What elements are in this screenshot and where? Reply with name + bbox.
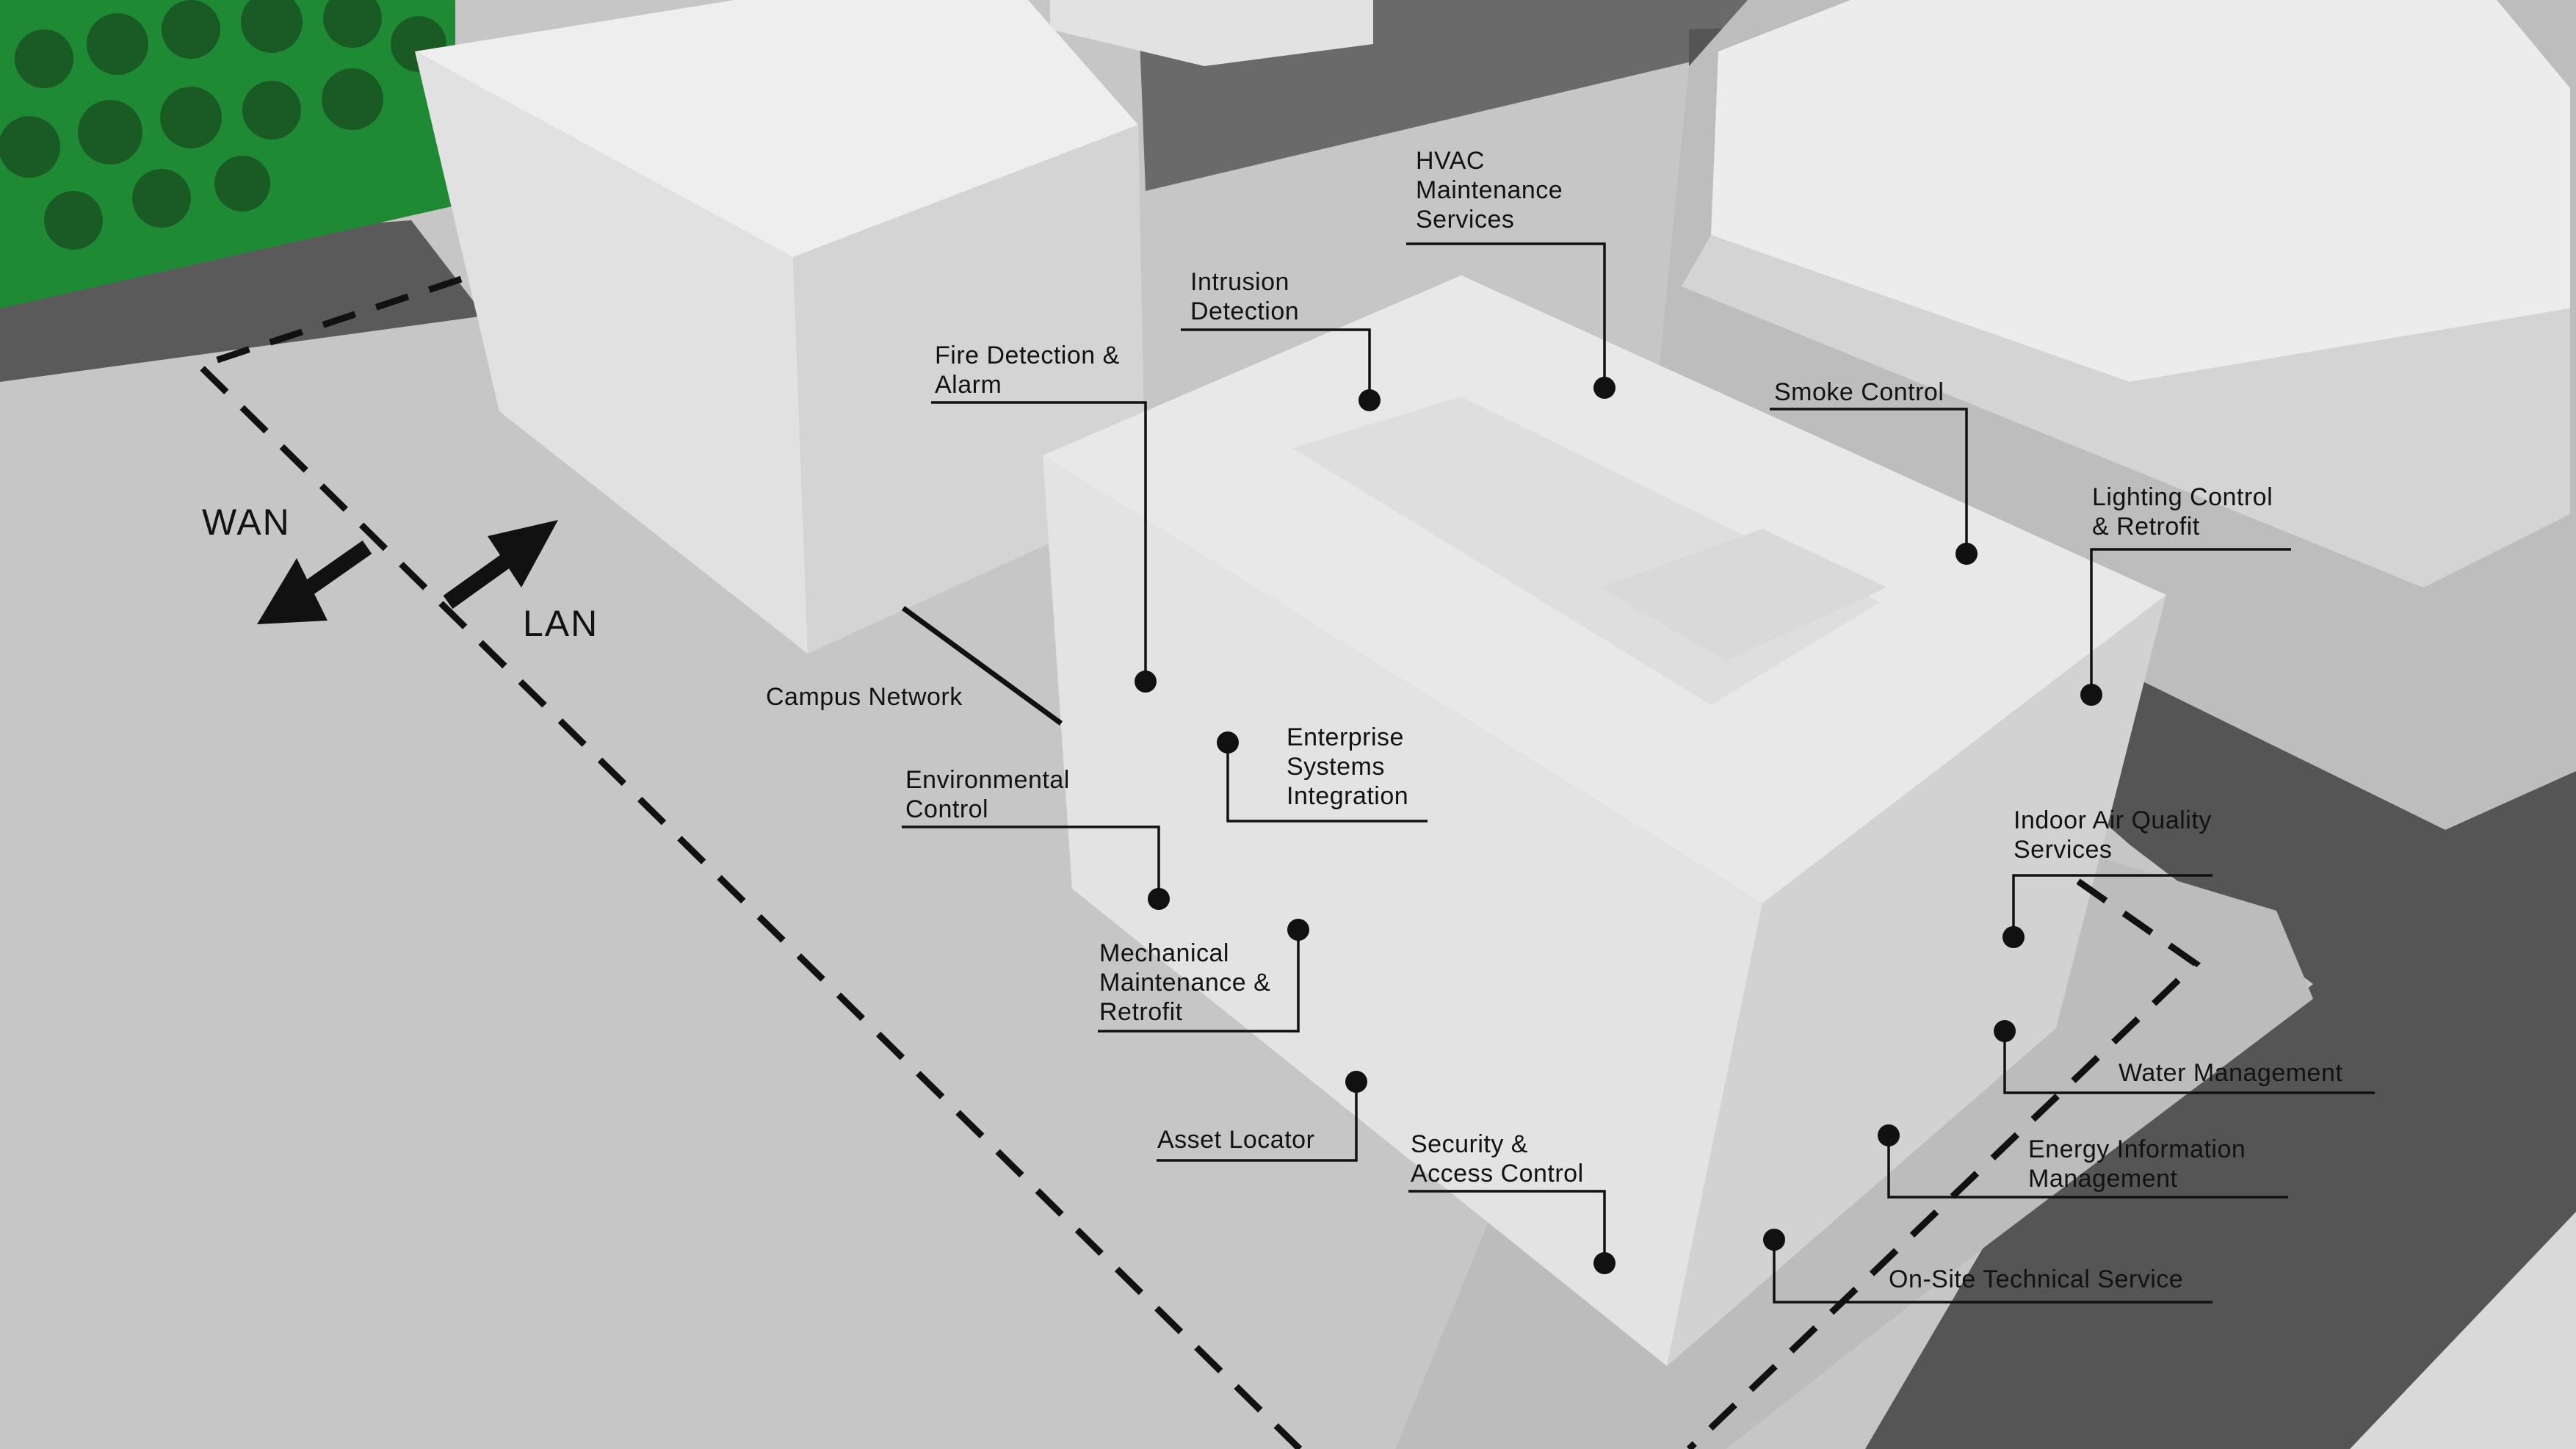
environmental-control-label: Environmental Control xyxy=(905,766,1077,823)
onsite-technical-service-label: On-Site Technical Service xyxy=(1889,1265,2183,1293)
callout-security-access: Security & Access Control xyxy=(1408,1130,1616,1274)
corner-lot xyxy=(2350,1212,2576,1449)
callout-water-management: Water Management xyxy=(1994,1020,2375,1094)
wan-arrow-head xyxy=(257,558,328,624)
campus-network-label: Campus Network xyxy=(766,683,963,711)
fire-detection-label: Fire Detection & Alarm xyxy=(935,342,1127,399)
roof-box-2 xyxy=(1601,529,1887,661)
enterprise-systems-dot xyxy=(1217,731,1239,754)
back-building-top xyxy=(1050,0,1373,66)
callout-enterprise-systems: Enterprise Systems Integration xyxy=(1217,723,1428,823)
callout-energy-information: Energy Information Management xyxy=(1878,1124,2288,1199)
mechanical-maintenance-label: Mechanical Maintenance & Retrofit xyxy=(1099,939,1278,1026)
callout-intrusion: Intrusion Detection xyxy=(1181,268,1381,411)
main-building-side xyxy=(1667,595,2166,1366)
water-management-dot xyxy=(1994,1020,2016,1042)
callout-onsite-technical-service: On-Site Technical Service xyxy=(1763,1229,2213,1304)
callout-lighting-control: Lighting Control & Retrofit xyxy=(2080,483,2291,706)
indoor-air-quality-dot xyxy=(2002,926,2025,948)
callout-indoor-air-quality: Indoor Air Quality Services xyxy=(2002,806,2219,948)
campus-network-line xyxy=(901,606,1063,726)
callout-hvac: HVAC Maintenance Services xyxy=(1406,147,1616,399)
hvac-label: HVAC Maintenance Services xyxy=(1416,147,1570,234)
main-building-front xyxy=(1043,455,1762,1366)
callout-smoke-control: Smoke Control xyxy=(1770,378,1978,565)
tree-canopy xyxy=(0,0,446,250)
energy-information-label: Energy Information Management xyxy=(2028,1135,2253,1193)
mechanical-maintenance-dot xyxy=(1287,919,1309,941)
indoor-air-quality-label: Indoor Air Quality Services xyxy=(2014,806,2219,864)
lan-boundary xyxy=(193,275,2201,1449)
water-management-label: Water Management xyxy=(2119,1059,2342,1087)
fire-detection-dot xyxy=(1135,671,1157,693)
callout-fire-detection: Fire Detection & Alarm xyxy=(931,342,1157,693)
onsite-technical-service-dot xyxy=(1763,1229,1785,1251)
wan-lan-arrows: WAN LAN xyxy=(202,502,598,644)
smoke-control-label: Smoke Control xyxy=(1774,378,1944,406)
environmental-control-dot xyxy=(1148,888,1170,910)
callout-asset-locator: Asset Locator xyxy=(1157,1071,1367,1162)
lighting-control-label: Lighting Control & Retrofit xyxy=(2092,483,2280,541)
back-building-right-roof xyxy=(1711,0,2570,382)
lan-label: LAN xyxy=(523,603,598,644)
energy-information-dot xyxy=(1878,1124,1900,1146)
left-building-roof xyxy=(415,0,1138,257)
lan-boundary-left xyxy=(193,275,1303,1449)
lan-boundary-right xyxy=(1686,878,2201,1449)
security-access-label: Security & Access Control xyxy=(1411,1130,1584,1188)
hvac-dot xyxy=(1593,377,1616,399)
left-building-front xyxy=(415,51,808,654)
lan-arrow-head xyxy=(488,520,558,588)
callout-mechanical-maintenance: Mechanical Maintenance & Retrofit xyxy=(1098,919,1309,1033)
back-building-right-wall xyxy=(1682,235,2570,588)
lighting-control-dot xyxy=(2080,684,2102,706)
wan-label: WAN xyxy=(202,502,291,543)
security-access-dot xyxy=(1593,1252,1616,1274)
smoke-control-dot xyxy=(1955,543,1978,565)
asset-locator-label: Asset Locator xyxy=(1157,1126,1314,1154)
intrusion-dot xyxy=(1358,389,1381,411)
intrusion-label: Intrusion Detection xyxy=(1190,268,1299,325)
enterprise-systems-label: Enterprise Systems Integration xyxy=(1287,723,1411,810)
callout-environmental-control: Environmental Control xyxy=(902,766,1170,910)
asset-locator-dot xyxy=(1345,1071,1367,1093)
